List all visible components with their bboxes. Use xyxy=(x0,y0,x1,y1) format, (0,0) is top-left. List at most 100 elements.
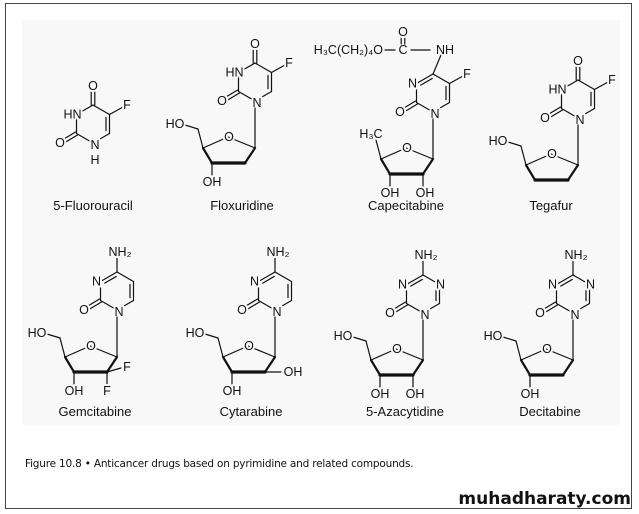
amino-group: NH₂ xyxy=(565,248,588,262)
bond xyxy=(432,54,442,75)
bond xyxy=(515,340,522,361)
bond xyxy=(227,136,256,149)
n1-atom: N xyxy=(570,308,579,322)
n1-atom: N xyxy=(430,107,439,121)
bond xyxy=(59,337,66,358)
oxygen-atom: O xyxy=(573,54,583,68)
bond xyxy=(237,90,256,102)
bond xyxy=(593,81,609,91)
oxygen-atom: O xyxy=(540,111,550,125)
figure-frame xyxy=(5,3,632,509)
bond xyxy=(560,107,579,119)
bond xyxy=(254,90,273,102)
bond xyxy=(561,358,575,377)
n3-atom: HN xyxy=(63,108,81,122)
amino-group: NH₂ xyxy=(415,248,438,262)
methyl-group: H₃C xyxy=(359,127,382,141)
n5-atom: N xyxy=(586,278,595,292)
bond xyxy=(392,301,407,311)
caption-bullet: • xyxy=(84,458,91,470)
bond xyxy=(243,146,257,165)
molecule-name-label: Decitabine xyxy=(519,404,580,419)
oxygen-atom: O xyxy=(385,306,395,320)
watermark: muhadharaty.com xyxy=(458,489,631,509)
n1-atom: N xyxy=(90,138,99,152)
hydroxyl-group: OH xyxy=(223,384,242,398)
hydroxyl-group: HO xyxy=(489,134,508,148)
bond xyxy=(92,104,111,116)
molecule-name-label: Floxuridine xyxy=(210,198,274,213)
molecule-name-label: 5-Azacytidine xyxy=(366,404,444,419)
n1-atom: N xyxy=(575,113,584,127)
molecule-name-label: 5-Fluorouracil xyxy=(53,198,133,213)
bond xyxy=(197,128,204,149)
ring-oxygen-atom: O xyxy=(542,342,552,356)
pentyloxy-chain: H₃C(CH₂)₄O xyxy=(314,43,383,57)
bond xyxy=(46,333,61,339)
bond xyxy=(549,109,564,119)
caption-text: Anticancer drugs based on pyrimidine and… xyxy=(93,458,414,470)
bond xyxy=(432,73,451,85)
bond xyxy=(63,355,76,374)
fluorine-atom: F xyxy=(123,98,131,112)
bond xyxy=(226,92,241,102)
bond xyxy=(369,358,382,377)
n1-atom: N xyxy=(272,305,281,319)
bond xyxy=(64,134,79,144)
bond xyxy=(270,64,286,74)
bond xyxy=(415,101,434,113)
bond xyxy=(432,101,451,113)
fluorine-atom: F xyxy=(463,67,471,81)
bond xyxy=(560,79,579,91)
hydroxyl-group: OH xyxy=(521,387,540,401)
bond xyxy=(108,106,124,116)
fluorine-atom: F xyxy=(123,360,131,374)
n3-atom: HN xyxy=(548,83,566,97)
bond xyxy=(254,62,273,74)
molecule-name-label: Capecitabine xyxy=(368,198,444,213)
bond xyxy=(75,132,94,144)
bond xyxy=(237,62,256,74)
hydroxyl-group: HO xyxy=(484,329,503,343)
fluorine-atom: F xyxy=(285,56,293,70)
bond xyxy=(402,100,417,110)
bond xyxy=(86,298,101,308)
n3-atom: N xyxy=(398,278,407,292)
bond xyxy=(405,147,434,160)
n3-atom: N xyxy=(408,77,417,91)
hydroxyl-group: OH xyxy=(416,186,435,200)
hydroxyl-group: HO xyxy=(334,329,353,343)
oxygen-atom: O xyxy=(79,303,89,317)
bond xyxy=(201,146,214,165)
bond xyxy=(221,355,234,374)
bond xyxy=(352,336,367,342)
bond xyxy=(507,141,522,147)
bond xyxy=(75,104,94,116)
bond xyxy=(422,302,441,314)
molecule-name-label: Gemcitabine xyxy=(59,404,132,419)
bond xyxy=(420,77,433,86)
n3-atom: N xyxy=(548,278,557,292)
hydroxyl-group: OH xyxy=(203,175,222,189)
n1-atom: N xyxy=(114,305,123,319)
ring-oxygen-atom: O xyxy=(244,339,254,353)
bond xyxy=(394,304,409,314)
bond xyxy=(524,163,537,182)
bond xyxy=(370,348,397,361)
bond xyxy=(502,336,517,342)
ring-oxygen-atom: O xyxy=(392,342,402,356)
bond xyxy=(89,345,118,358)
bond xyxy=(520,348,547,361)
hydrogen-atom: H xyxy=(90,153,99,167)
bond xyxy=(246,301,261,311)
bond xyxy=(547,106,562,116)
ring-oxygen-atom: O xyxy=(402,141,412,155)
fluorine-atom: F xyxy=(608,73,616,87)
bond xyxy=(572,274,591,286)
n5-atom: N xyxy=(436,278,445,292)
bond xyxy=(224,89,239,99)
